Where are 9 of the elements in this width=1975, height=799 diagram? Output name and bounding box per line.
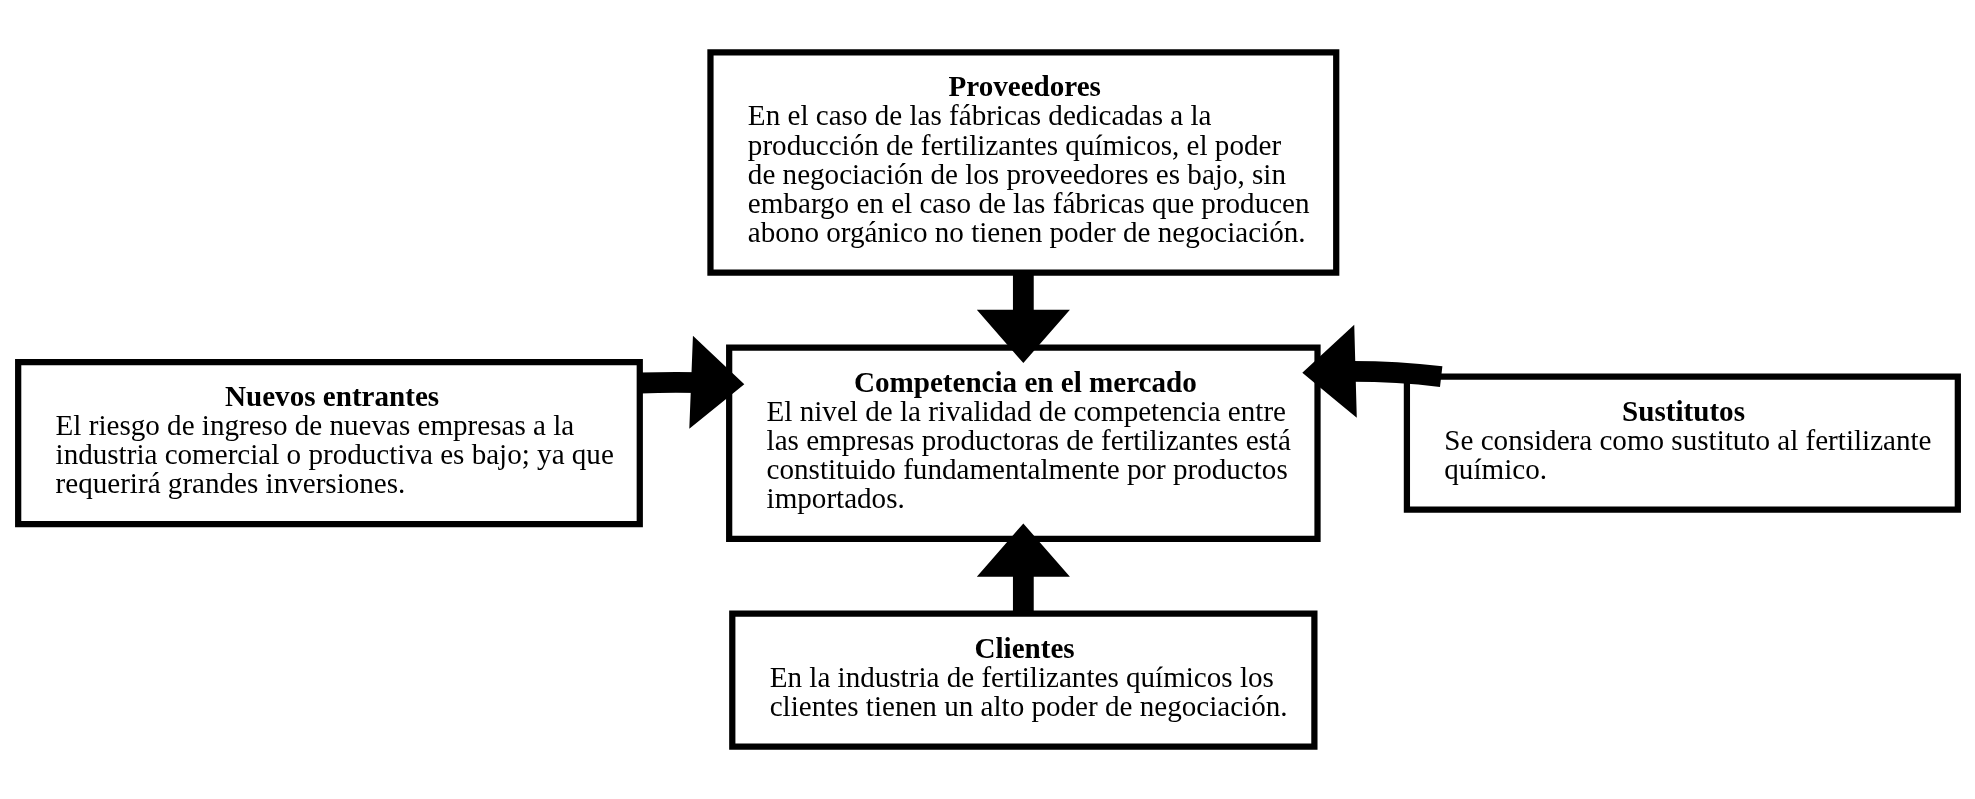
node-box: Proveedores En el caso de las fábricas dedicadas a la producción de fertilizantes químicos, el poder de negociación de los proveedores es bajo, sin embargo en el caso de las fábricas que producen abono orgánico no tienen poder de negociación.: [706, 49, 1339, 276]
node-box: Sustitutos Se considera como sustituto al fertilizante químico.: [1403, 373, 1961, 513]
node-box: Competencia en el mercado El nivel de la rivalidad de competencia entre las empresas productoras de fertilizantes está constituido fundamentalmente por productos importados.: [725, 344, 1321, 542]
arrow: [976, 273, 1070, 364]
arrow: [976, 523, 1070, 613]
arrow: [639, 335, 744, 429]
arrow: [1301, 324, 1442, 418]
node-box: Nuevos entrantes El riesgo de ingreso de nuevas empresas a la industria comercial o productiva es bajo; ya que requerirá grandes inversiones.: [14, 358, 643, 528]
node-box: Clientes En la industria de fertilizantes químicos los clientes tienen un alto poder de negociación.: [728, 610, 1317, 750]
